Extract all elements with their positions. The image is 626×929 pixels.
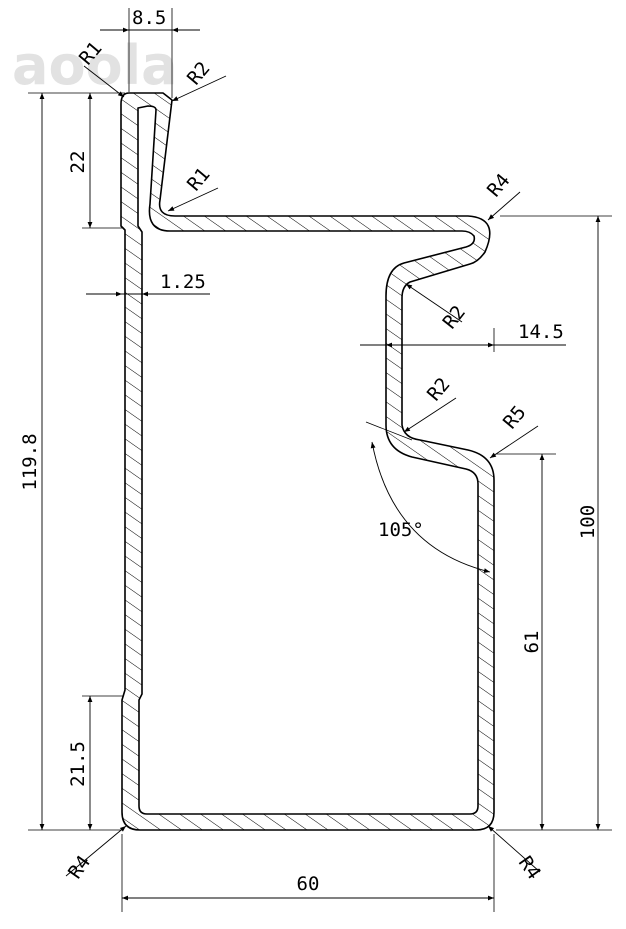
radius-r2-step-top: R2 (439, 301, 470, 333)
dim-overall-height: 119.8 (19, 433, 41, 490)
dim-angle: 105° (378, 519, 424, 541)
dim-right-height: 100 (577, 505, 599, 539)
dim-lower-right-height: 61 (521, 631, 543, 654)
radius-leaders (65, 65, 541, 877)
radius-r4-bottom-left: R4 (64, 851, 95, 882)
dim-lower-height: 21.5 (67, 741, 89, 787)
dim-top-width: 8.5 (132, 7, 166, 29)
dim-wall-thickness: 1.25 (160, 271, 206, 293)
profile-wall (120, 92, 495, 831)
dim-upper-height: 22 (67, 151, 89, 174)
extension-lines (28, 8, 612, 912)
radius-r4-bottom-right: R4 (514, 852, 545, 883)
radius-r2-step-bottom: R2 (423, 374, 455, 406)
radius-r5: R5 (499, 402, 531, 434)
dim-bottom-width: 60 (297, 873, 320, 895)
radius-r4-top-right: R4 (483, 170, 515, 202)
radius-r1-inner: R1 (183, 164, 215, 196)
dim-step-offset: 14.5 (518, 321, 564, 343)
dimension-lines (39, 27, 601, 901)
watermark-logo: aoola (12, 34, 178, 97)
radius-r2-top: R2 (183, 58, 215, 90)
